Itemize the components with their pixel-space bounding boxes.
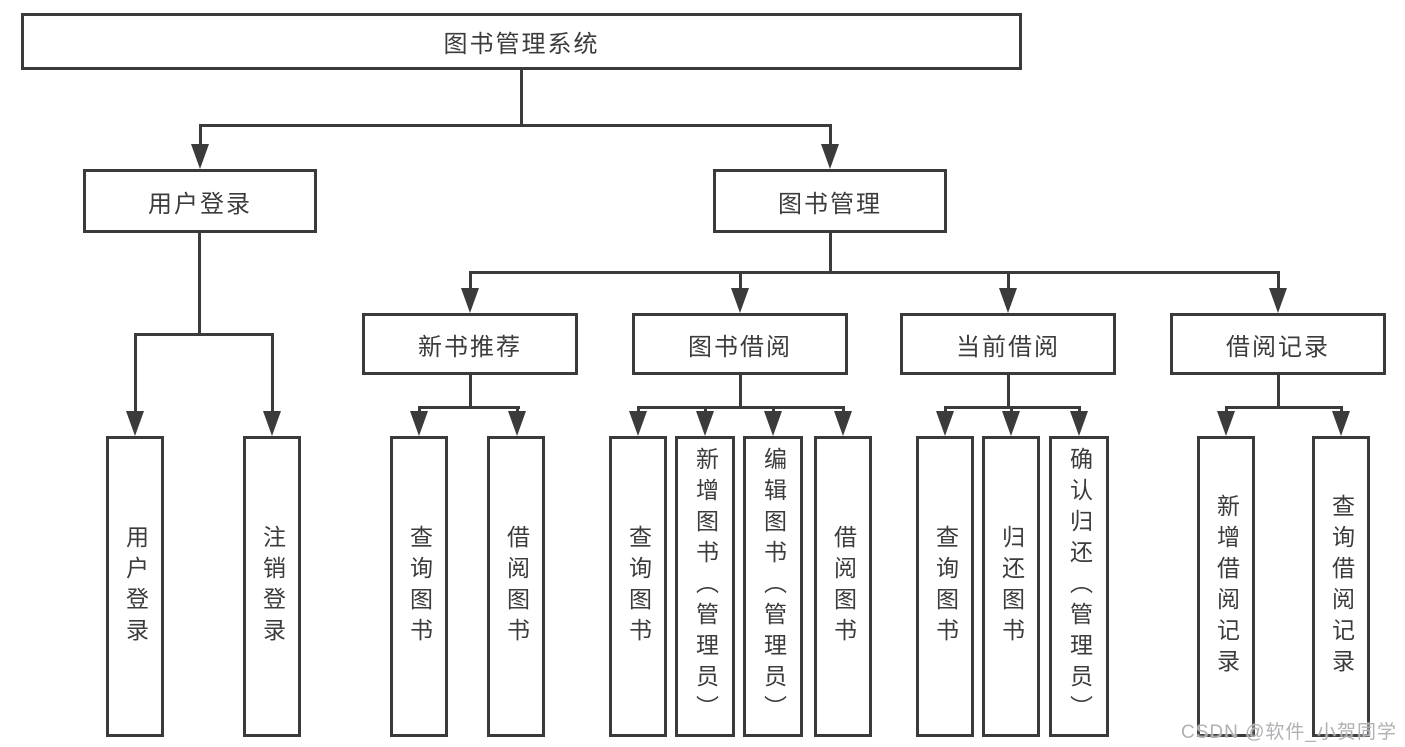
node-label: 查询图书 <box>932 524 959 649</box>
node-label: 新增借阅记录 <box>1213 493 1240 680</box>
node-current-borrow: 当前借阅 <box>900 313 1116 375</box>
connector-line <box>134 335 137 413</box>
leaf-br-query-record: 查询借阅记录 <box>1312 436 1370 737</box>
connector-line <box>944 406 1081 409</box>
node-label: 图书管理系统 <box>443 31 600 58</box>
arrow-down-icon <box>696 411 714 436</box>
arrow-down-icon <box>126 411 144 436</box>
connector-line <box>1007 273 1010 290</box>
leaf-bb-borrow-book: 借阅图书 <box>814 436 872 737</box>
arrow-down-icon <box>1332 411 1350 436</box>
connector-line <box>829 126 832 148</box>
connector-line <box>469 375 472 409</box>
node-label: 查询图书 <box>625 524 652 649</box>
node-label: 编辑图书（管理员） <box>760 447 787 726</box>
node-label: 确认归还（管理员） <box>1066 447 1093 726</box>
leaf-cb-confirm-return-admin: 确认归还（管理员） <box>1049 436 1109 737</box>
arrow-down-icon <box>936 411 954 436</box>
arrow-down-icon <box>999 288 1017 313</box>
node-book-management: 图书管理 <box>713 169 947 233</box>
connector-line <box>271 335 274 413</box>
arrow-down-icon <box>410 411 428 436</box>
node-label: 借阅记录 <box>1226 333 1330 361</box>
node-label: 查询借阅记录 <box>1328 493 1355 680</box>
connector-line <box>520 69 523 126</box>
arrow-down-icon <box>764 411 782 436</box>
connector-line <box>418 406 520 409</box>
node-label: 借阅图书 <box>503 524 530 649</box>
connector-line <box>1277 273 1280 290</box>
connector-line <box>739 273 742 290</box>
leaf-logout: 注销登录 <box>243 436 301 737</box>
leaf-cb-return-book: 归还图书 <box>982 436 1040 737</box>
node-label: 注销登录 <box>259 524 286 649</box>
node-label: 用户登录 <box>148 190 252 218</box>
arrow-down-icon <box>1070 411 1088 436</box>
node-book-borrow: 图书借阅 <box>632 313 848 375</box>
arrow-down-icon <box>629 411 647 436</box>
arrow-down-icon <box>263 411 281 436</box>
connector-line <box>829 233 832 273</box>
node-label: 借阅图书 <box>830 524 857 649</box>
connector-line <box>1007 375 1010 409</box>
connector-line <box>134 333 274 336</box>
arrow-down-icon <box>461 288 479 313</box>
node-label: 查询图书 <box>406 524 433 649</box>
node-label: 图书借阅 <box>688 333 792 361</box>
leaf-bb-edit-book-admin: 编辑图书（管理员） <box>743 436 803 737</box>
node-new-book-recommend: 新书推荐 <box>362 313 578 375</box>
node-label: 用户登录 <box>122 524 149 649</box>
connector-line <box>199 126 202 148</box>
arrow-down-icon <box>821 144 839 169</box>
node-label: 归还图书 <box>998 524 1025 649</box>
arrow-down-icon <box>1002 411 1020 436</box>
arrow-down-icon <box>191 144 209 169</box>
leaf-bb-add-book-admin: 新增图书（管理员） <box>675 436 735 737</box>
node-label: 新书推荐 <box>418 333 522 361</box>
node-label: 当前借阅 <box>956 333 1060 361</box>
arrow-down-icon <box>834 411 852 436</box>
node-label: 新增图书（管理员） <box>692 447 719 726</box>
arrow-down-icon <box>508 411 526 436</box>
connector-line <box>199 124 832 127</box>
leaf-br-add-record: 新增借阅记录 <box>1197 436 1255 737</box>
arrow-down-icon <box>731 288 749 313</box>
leaf-nb-query-book: 查询图书 <box>390 436 448 737</box>
connector-line <box>1277 375 1280 409</box>
connector-line <box>469 273 472 290</box>
connector-line <box>739 375 742 409</box>
connector-line <box>637 406 845 409</box>
leaf-user-login: 用户登录 <box>106 436 164 737</box>
leaf-nb-borrow-book: 借阅图书 <box>487 436 545 737</box>
leaf-cb-query-book: 查询图书 <box>916 436 974 737</box>
leaf-bb-query-book: 查询图书 <box>609 436 667 737</box>
node-label: 图书管理 <box>778 190 882 218</box>
connector-line <box>1225 406 1343 409</box>
node-user-login: 用户登录 <box>83 169 317 233</box>
node-borrow-record: 借阅记录 <box>1170 313 1386 375</box>
connector-line <box>198 233 201 335</box>
arrow-down-icon <box>1269 288 1287 313</box>
arrow-down-icon <box>1217 411 1235 436</box>
node-root-system: 图书管理系统 <box>21 13 1022 70</box>
csdn-watermark: CSDN @软件_小贺同学 <box>1181 722 1397 743</box>
connector-line <box>469 271 1280 274</box>
